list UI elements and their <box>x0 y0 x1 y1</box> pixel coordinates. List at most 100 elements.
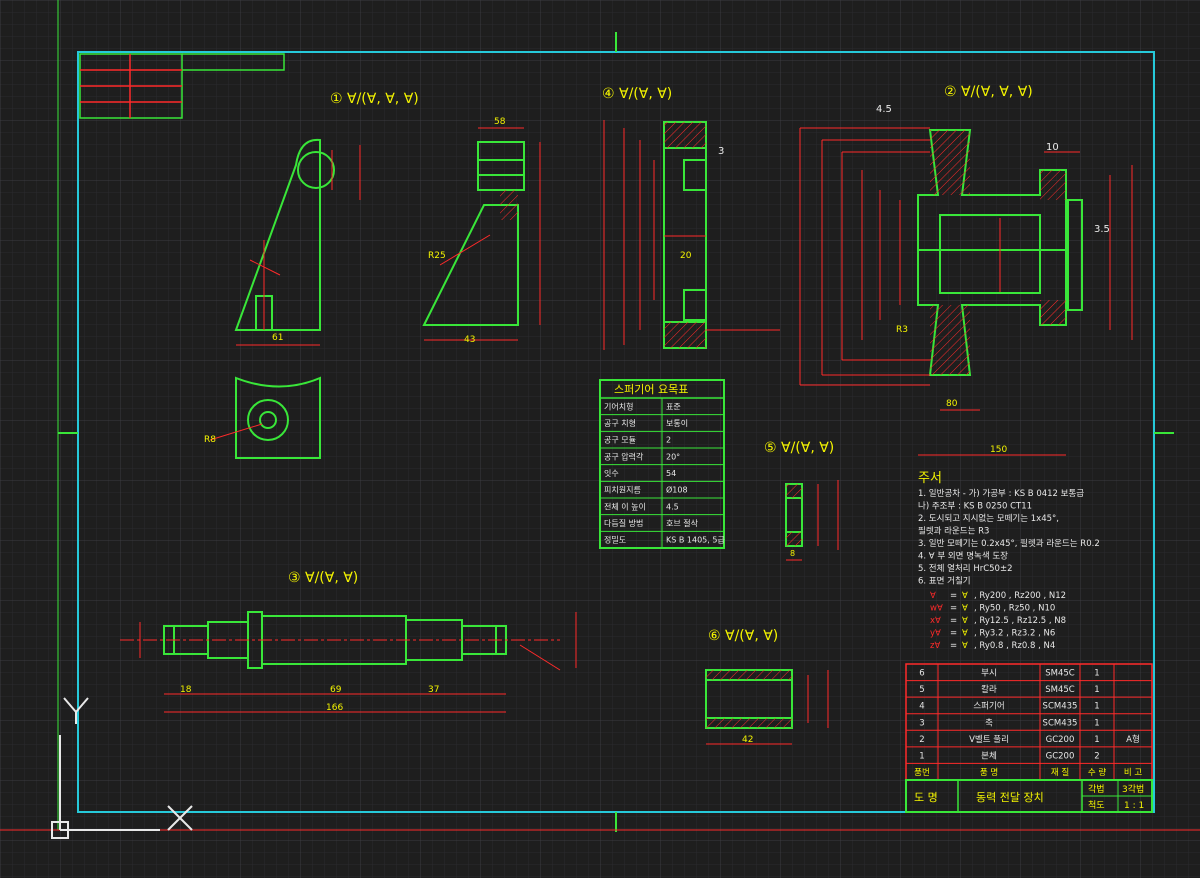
projection-label: 각법 <box>1088 783 1105 795</box>
dim-166: 166 <box>326 703 343 713</box>
dim-8: 8 <box>790 549 795 558</box>
roughness-mark: ∀ <box>962 641 968 651</box>
title-block[interactable]: 도 명 동력 전달 장치 각법 3각법 척도 1 : 1 <box>905 779 1153 813</box>
roughness-mark: ∀ <box>962 604 968 614</box>
pulley-view-label: ② ∀/(∀, ∀, ∀) <box>944 84 1033 100</box>
gear-table-key: 전체 이 높이 <box>604 501 646 511</box>
gear-table-key: 피치원지름 <box>604 486 641 495</box>
gear-table-value: 호브 절삭 <box>666 518 699 528</box>
roughness-mark: ∀ <box>962 616 968 626</box>
parts-cell: 1 <box>1094 669 1099 679</box>
parts-cell: 수 량 <box>1088 767 1107 778</box>
gear-table-key: 기어치형 <box>604 401 633 411</box>
scale-label: 척도 <box>1088 800 1105 811</box>
dim-10: 10 <box>1046 142 1059 153</box>
projection-value: 3각법 <box>1122 783 1144 795</box>
parts-cell: 2 <box>1094 751 1099 761</box>
gear-table-key: 잇수 <box>604 468 619 478</box>
spur-gear-view[interactable]: ④ ∀/(∀, ∀) 20 3 <box>602 86 780 350</box>
scale-value: 1 : 1 <box>1124 801 1144 811</box>
roughness-eq: = <box>950 591 957 601</box>
parts-cell: A형 <box>1126 735 1140 745</box>
roughness-values: , Ry200 , Rz200 , N12 <box>974 591 1066 601</box>
parts-row: 6 부시 SM45C 1 <box>906 664 1152 682</box>
gear-table-value: 54 <box>666 469 676 478</box>
parts-cell: 부시 <box>981 669 997 679</box>
parts-cell: 1 <box>919 751 924 761</box>
note-line: 2. 도시되고 지시없는 모떼기는 1x45°, <box>918 513 1059 524</box>
parts-cell: SM45C <box>1045 685 1075 695</box>
dim-80: 80 <box>946 399 958 409</box>
spur-gear-view-label: ④ ∀/(∀, ∀) <box>602 86 672 102</box>
roughness-symbol: z∀ <box>930 641 940 651</box>
dim-18: 18 <box>180 685 192 695</box>
bush-view[interactable]: ⑥ ∀/(∀, ∀) 42 <box>705 628 829 745</box>
dim-r25: R25 <box>428 251 446 261</box>
parts-cell: 2 <box>919 735 924 745</box>
roughness-symbol: x∀ <box>930 616 941 626</box>
dim-61: 61 <box>272 333 283 343</box>
dim-37: 37 <box>428 685 439 695</box>
dim-r8: R8 <box>204 435 216 445</box>
note-line: 5. 전체 열처리 HrC50±2 <box>918 563 1012 574</box>
shaft-view[interactable]: ③ ∀/(∀, ∀) 69 166 18 37 <box>120 570 577 713</box>
dim-r3: R3 <box>896 325 908 335</box>
roughness-values: , Ry50 , Rz50 , N10 <box>974 604 1055 614</box>
bracket-view[interactable]: ① ∀/(∀, ∀, ∀) 61 58 4 <box>204 91 541 459</box>
collar-view[interactable]: ⑤ ∀/(∀, ∀) 8 <box>764 440 839 561</box>
parts-cell: 스퍼기어 <box>973 701 1004 712</box>
parts-cell: 1 <box>1094 702 1099 712</box>
parts-cell: SCM435 <box>1043 718 1078 728</box>
pulley-view[interactable]: ② ∀/(∀, ∀, ∀) 150 3.5 4.5 10 <box>799 84 1133 456</box>
dim-42: 42 <box>742 735 753 745</box>
bush-view-label: ⑥ ∀/(∀, ∀) <box>708 628 778 644</box>
sheet-border <box>0 0 1200 832</box>
parts-cell: 비 고 <box>1124 768 1143 778</box>
drawing-title: 동력 전달 장치 <box>976 791 1044 804</box>
roughness-mark: ∀ <box>962 591 968 601</box>
parts-cell: 1 <box>1094 735 1099 745</box>
gear-table-value: 4.5 <box>666 502 679 511</box>
dim-43: 43 <box>464 335 475 345</box>
roughness-eq: = <box>950 616 957 626</box>
dim-3-5: 3.5 <box>1094 224 1110 235</box>
parts-cell: 1 <box>1094 685 1099 695</box>
dim-3: 3 <box>718 146 724 157</box>
notes[interactable]: 주서 1. 일반공차 - 가) 가공부 : KS B 0412 보통급 나) 주… <box>918 471 1100 651</box>
parts-cell: 재 질 <box>1051 767 1069 778</box>
gear-table-key: 다듬질 방법 <box>604 518 643 528</box>
parts-cell: 5 <box>919 685 924 695</box>
parts-cell: 6 <box>919 669 924 679</box>
spur-gear-table-title: 스퍼기어 요목표 <box>614 383 688 396</box>
parts-cell: 1 <box>1094 718 1099 728</box>
shaft-view-label: ③ ∀/(∀, ∀) <box>288 570 358 586</box>
gear-table-value: Ø108 <box>666 485 688 495</box>
roughness-values: , Ry12.5 , Rz12.5 , N8 <box>974 616 1066 626</box>
dim-69: 69 <box>330 685 342 695</box>
bracket-view-label: ① ∀/(∀, ∀, ∀) <box>330 91 419 107</box>
gear-table-value: 2 <box>666 436 671 445</box>
parts-cell: 본체 <box>981 750 997 761</box>
gear-table-value: 보통이 <box>666 418 688 428</box>
collar-view-label: ⑤ ∀/(∀, ∀) <box>764 440 834 456</box>
parts-cell: GC200 <box>1046 751 1075 761</box>
roughness-eq: = <box>950 604 957 614</box>
gear-table-key: 공구 압력각 <box>604 451 644 461</box>
roughness-mark: ∀ <box>962 629 968 639</box>
note-line: 4. ∀ 부 외면 명녹색 도장 <box>918 551 1008 562</box>
note-line: 나) 주조부 : KS B 0250 CT11 <box>918 502 1032 512</box>
dim-4-5: 4.5 <box>876 104 892 115</box>
roughness-values: , Ry3.2 , Rz3.2 , N6 <box>974 629 1055 639</box>
dim-150: 150 <box>990 445 1007 455</box>
gear-table-key: 정밀도 <box>604 535 626 545</box>
note-line: 3. 일반 모떼기는 0.2x45°, 필렛과 라운드는 R0.2 <box>918 538 1100 549</box>
roughness-symbol: ∀ <box>930 591 936 601</box>
gear-table-key: 공구 모듈 <box>604 436 636 445</box>
roughness-values: , Ry0.8 , Rz0.8 , N4 <box>974 641 1055 651</box>
parts-cell: SM45C <box>1045 669 1075 679</box>
